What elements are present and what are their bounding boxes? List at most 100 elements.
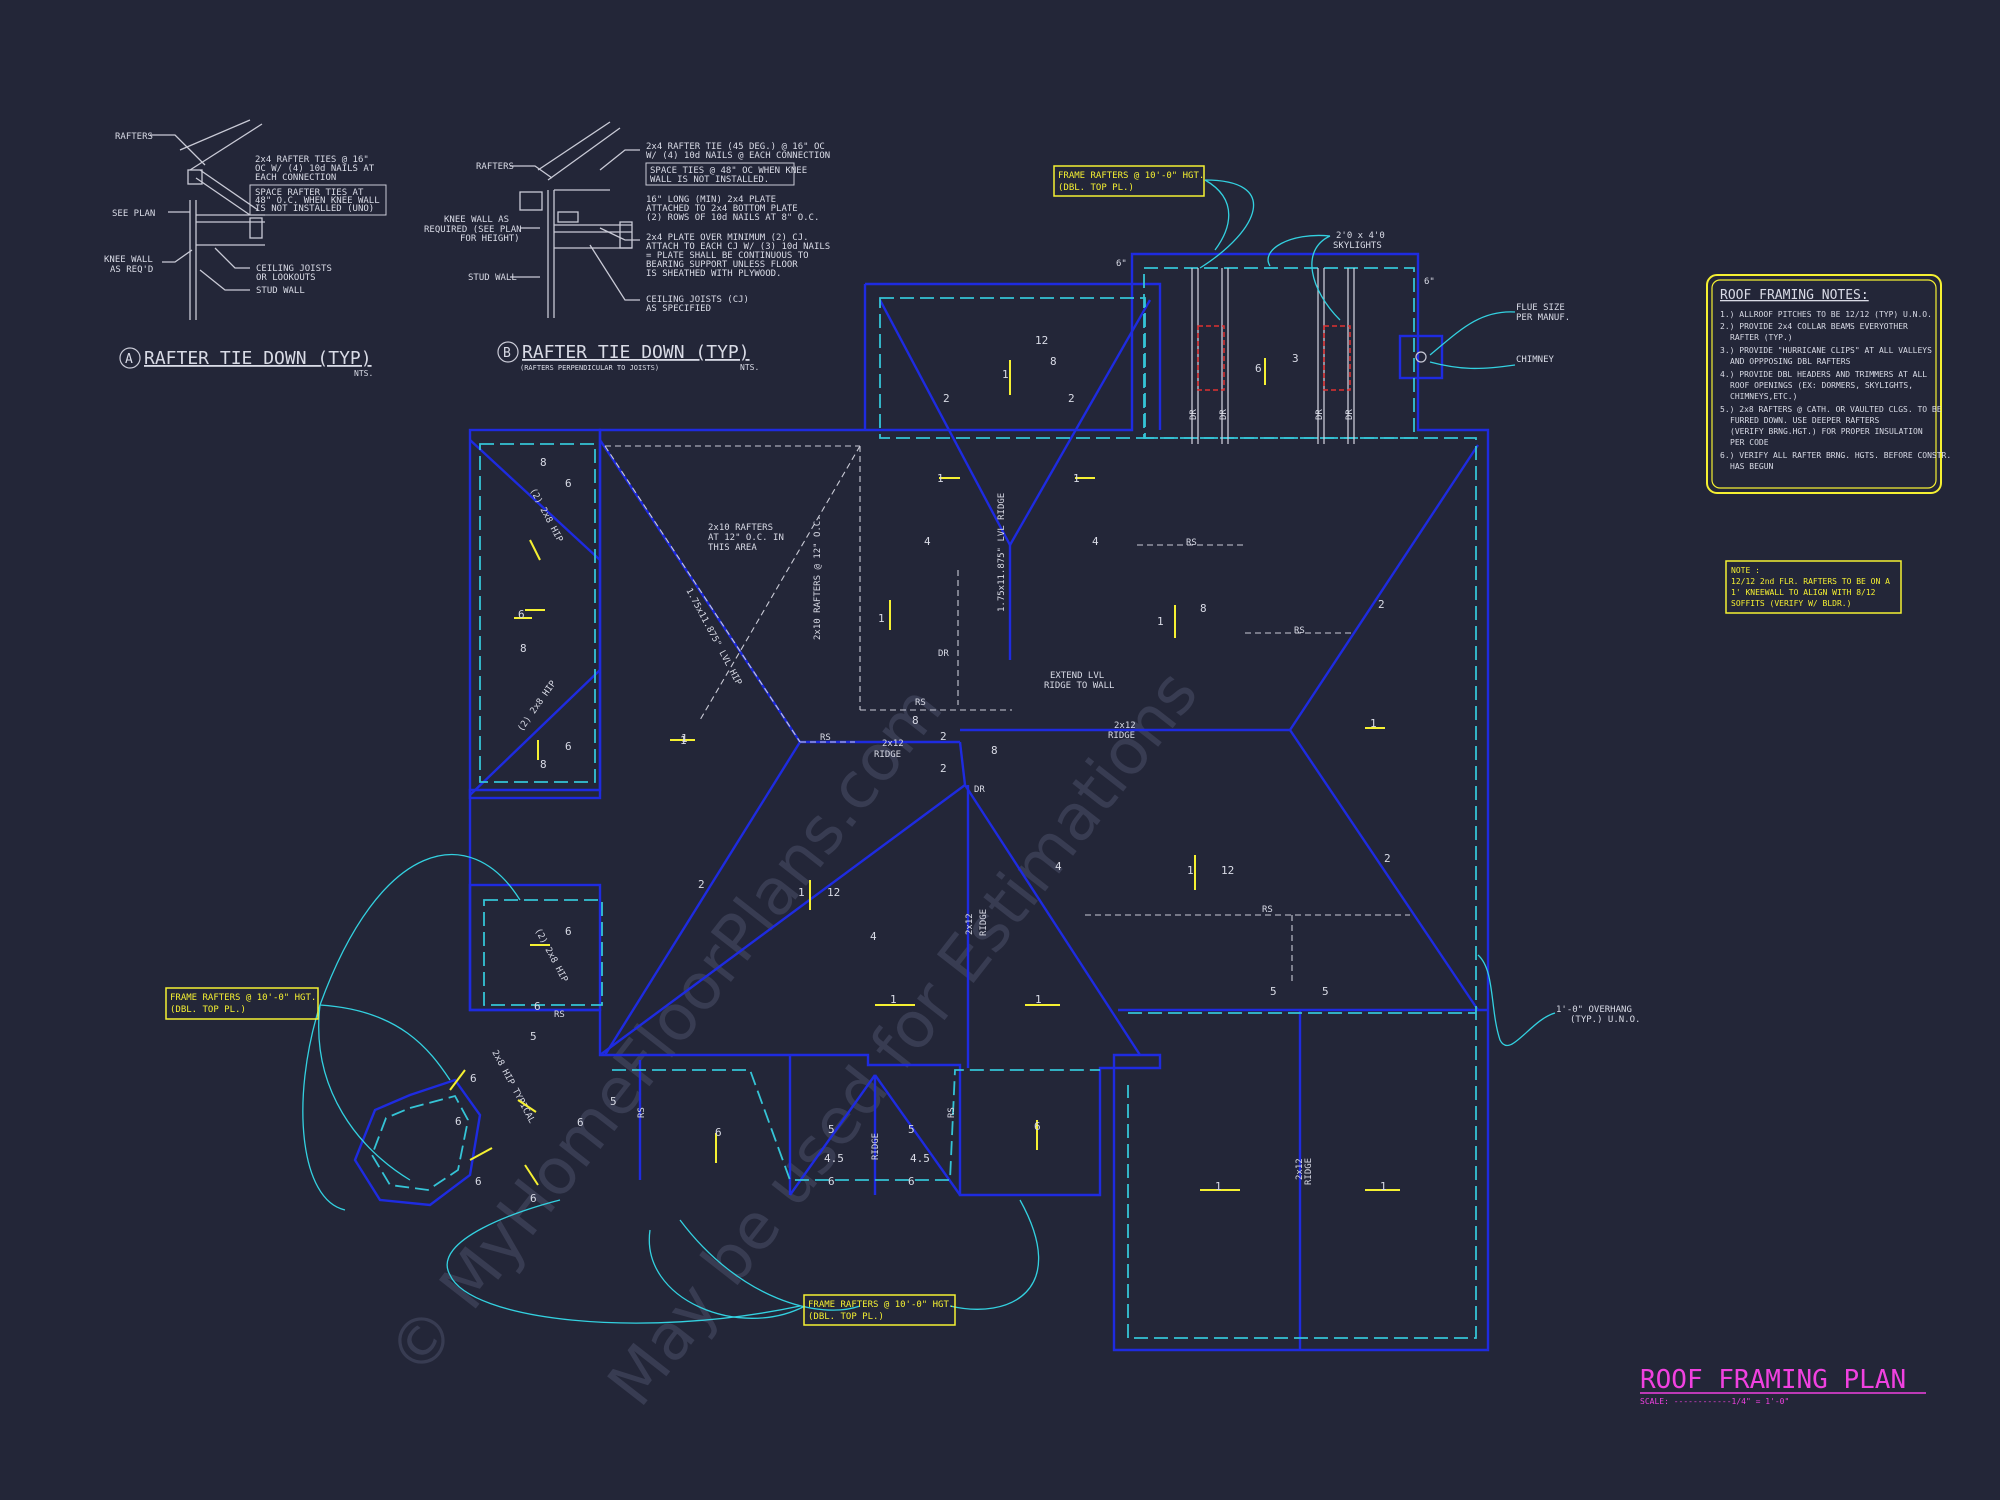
detail-b-note-11: BEARING SUPPORT UNLESS FLOOR [646, 260, 798, 270]
detail-b-note-9: ATTACH TO EACH CJ W/ (3) 10d NAILS [646, 242, 830, 252]
note-6b: HAS BEGUN [1730, 462, 1774, 471]
rs-1: RS [1186, 538, 1197, 548]
detail-a-label-lookouts: OR LOOKOUTS [256, 273, 316, 283]
ridge-center-word: RIDGE [979, 909, 989, 936]
pitch-4b: 4 [1092, 535, 1099, 548]
pitch-2b: 2 [1068, 392, 1075, 405]
detail-b-letter: B [503, 346, 511, 361]
sheet-title-block: ROOF FRAMING PLAN SCALE: ------------1/4… [1640, 1365, 1926, 1406]
pitch-5a: 5 [1270, 985, 1277, 998]
note2-line-1: NOTE : [1731, 566, 1760, 575]
pitch-8e: 8 [540, 456, 547, 469]
frame-left-line-2: (DBL. TOP PL.) [170, 1005, 246, 1015]
pitch-6l: 6 [455, 1115, 462, 1128]
frame-top-line-1: FRAME RAFTERS @ 10'-0" HGT. [1058, 171, 1204, 181]
pitch-12a: 12 [1035, 334, 1048, 347]
pitch-1j: 1 [890, 993, 897, 1006]
pitch-6k: 6 [470, 1072, 477, 1085]
detail-b-nts: NTS. [740, 363, 759, 372]
note2-line-4: SOFFITS (VERIFY W/ BLDR.) [1731, 599, 1851, 608]
note-4: 4.) PROVIDE DBL HEADERS AND TRIMMERS AT … [1720, 370, 1927, 379]
detail-b-note-3: SPACE TIES @ 48" OC WHEN KNEE [650, 166, 807, 176]
detail-a-title: RAFTER TIE DOWN (TYP) [144, 348, 372, 369]
leader-curves [302, 179, 1556, 1324]
detail-b-note-8: 2x4 PLATE OVER MINIMUM (2) CJ. [646, 233, 809, 243]
pitch-1k: 1 [1035, 993, 1042, 1006]
chimney-label: CHIMNEY [1516, 355, 1555, 365]
pitch-2d: 2 [1384, 852, 1391, 865]
rafters-2x10-1: 2x10 RAFTERS [708, 523, 773, 533]
rafter-area-dashed [604, 445, 1410, 985]
skylight-1 [1197, 325, 1225, 391]
dr-5: DR [1315, 409, 1325, 420]
detail-b-label-req: REQUIRED (SEE PLAN [424, 225, 522, 235]
frame-top-line-2: (DBL. TOP PL.) [1058, 183, 1134, 193]
note-5b: FURRED DOWN. USE DEEPER RAFTERS [1730, 416, 1879, 425]
flue-line-1: FLUE SIZE [1516, 303, 1565, 313]
rafters-2x10-2: AT 12" O.C. IN [708, 533, 784, 543]
ridge-center-2x12: 2x12 [965, 913, 975, 935]
note-5c: (VERIFY BRNG.HGT.) FOR PROPER INSULATION [1730, 427, 1923, 436]
pitch-1l: 1 [1215, 1180, 1222, 1193]
detail-a-note-5: 48" O.C. WHEN KNEE WALL [255, 196, 380, 206]
detail-b-note-14: AS SPECIFIED [646, 304, 711, 314]
pitch-6e: 6 [565, 925, 572, 938]
pitch-4d: 4 [870, 930, 877, 943]
frame-bottom-box [803, 1294, 956, 1326]
rs-5: RS [1262, 905, 1273, 915]
pitch-numbers: 1 12 8 2 2 1 1 4 4 1 1 8 2 1 2 1 12 4 4 … [455, 334, 1391, 1205]
hip-2x8-lower: (2) 2x8 HIP [532, 927, 569, 985]
pitch-1i: 1 [680, 734, 687, 747]
detail-b-note-10: = PLATE SHALL BE CONTINUOUS TO [646, 251, 809, 261]
pitch-5f: 5 [908, 1123, 915, 1136]
rs-3: RS [915, 698, 926, 708]
pitch-1g: 1 [1187, 864, 1194, 877]
rs-7: RS [637, 1107, 647, 1118]
rs-2: RS [1294, 626, 1305, 636]
pitch-2f: 2 [940, 730, 947, 743]
lvl-ridge-label: 1.75x11.875" LVL RIDGE [997, 493, 1007, 612]
dr-4: DR [1219, 409, 1229, 420]
pitch-6f: 6 [534, 1000, 541, 1013]
detail-b-note-5: 16" LONG (MIN) 2x4 PLATE [646, 195, 776, 205]
rs-4: RS [820, 733, 831, 743]
detail-b-note-4: WALL IS NOT INSTALLED. [650, 175, 769, 185]
pitch-6d: 6 [565, 740, 572, 753]
pitch-1h: 1 [798, 886, 805, 899]
pitch-8c: 8 [912, 714, 919, 727]
detail-b-note-13: CEILING JOISTS (CJ) [646, 295, 749, 305]
detail-a-note-6: IS NOT INSTALLED (UNO) [255, 204, 374, 214]
detail-b-label-stud: STUD WALL [468, 273, 517, 283]
detail-a-label-asreqd: AS REQ'D [110, 265, 153, 275]
detail-a [150, 119, 265, 320]
pitch-6j: 6 [1034, 1120, 1041, 1133]
detail-b [510, 121, 640, 318]
rafters-vert-label: 2x10 RAFTERS @ 12" O.C. [813, 515, 823, 640]
six-in-left: 6" [1116, 259, 1127, 269]
note2-line-2: 12/12 2nd FLR. RAFTERS TO BE ON A [1731, 577, 1890, 586]
chimney-flue-icon [1415, 351, 1427, 363]
pitch-3a: 3 [1292, 352, 1299, 365]
ridge-bottom-word: RIDGE [1304, 1158, 1314, 1185]
detail-a-note-2: OC W/ (4) 10d NAILS AT [255, 164, 375, 174]
pitch-5c: 5 [530, 1030, 537, 1043]
pitch-12c: 12 [827, 886, 840, 899]
pitch-4c: 4 [1055, 860, 1062, 873]
watermark: © MyHomeFloorPlans.com May be used for E… [374, 657, 1212, 1419]
frame-bottom-line-2: (DBL. TOP PL.) [808, 1312, 884, 1322]
pitch-5b: 5 [1322, 985, 1329, 998]
pitch-8g: 8 [540, 758, 547, 771]
note-2b: RAFTER (TYP.) [1730, 333, 1793, 342]
skylights [1191, 268, 1427, 444]
pitch-1d: 1 [878, 612, 885, 625]
detail-a-label-stud: STUD WALL [256, 286, 305, 296]
pitch-2g: 2 [940, 762, 947, 775]
ridge-right-word: RIDGE [1108, 731, 1135, 741]
detail-a-nts: NTS. [354, 369, 373, 378]
detail-b-text: RAFTERS KNEE WALL AS REQUIRED (SEE PLAN … [424, 142, 830, 372]
pitch-1b: 1 [937, 472, 944, 485]
pitch-1c: 1 [1073, 472, 1080, 485]
detail-b-note-1: 2x4 RAFTER TIE (45 DEG.) @ 16" OC [646, 142, 825, 152]
